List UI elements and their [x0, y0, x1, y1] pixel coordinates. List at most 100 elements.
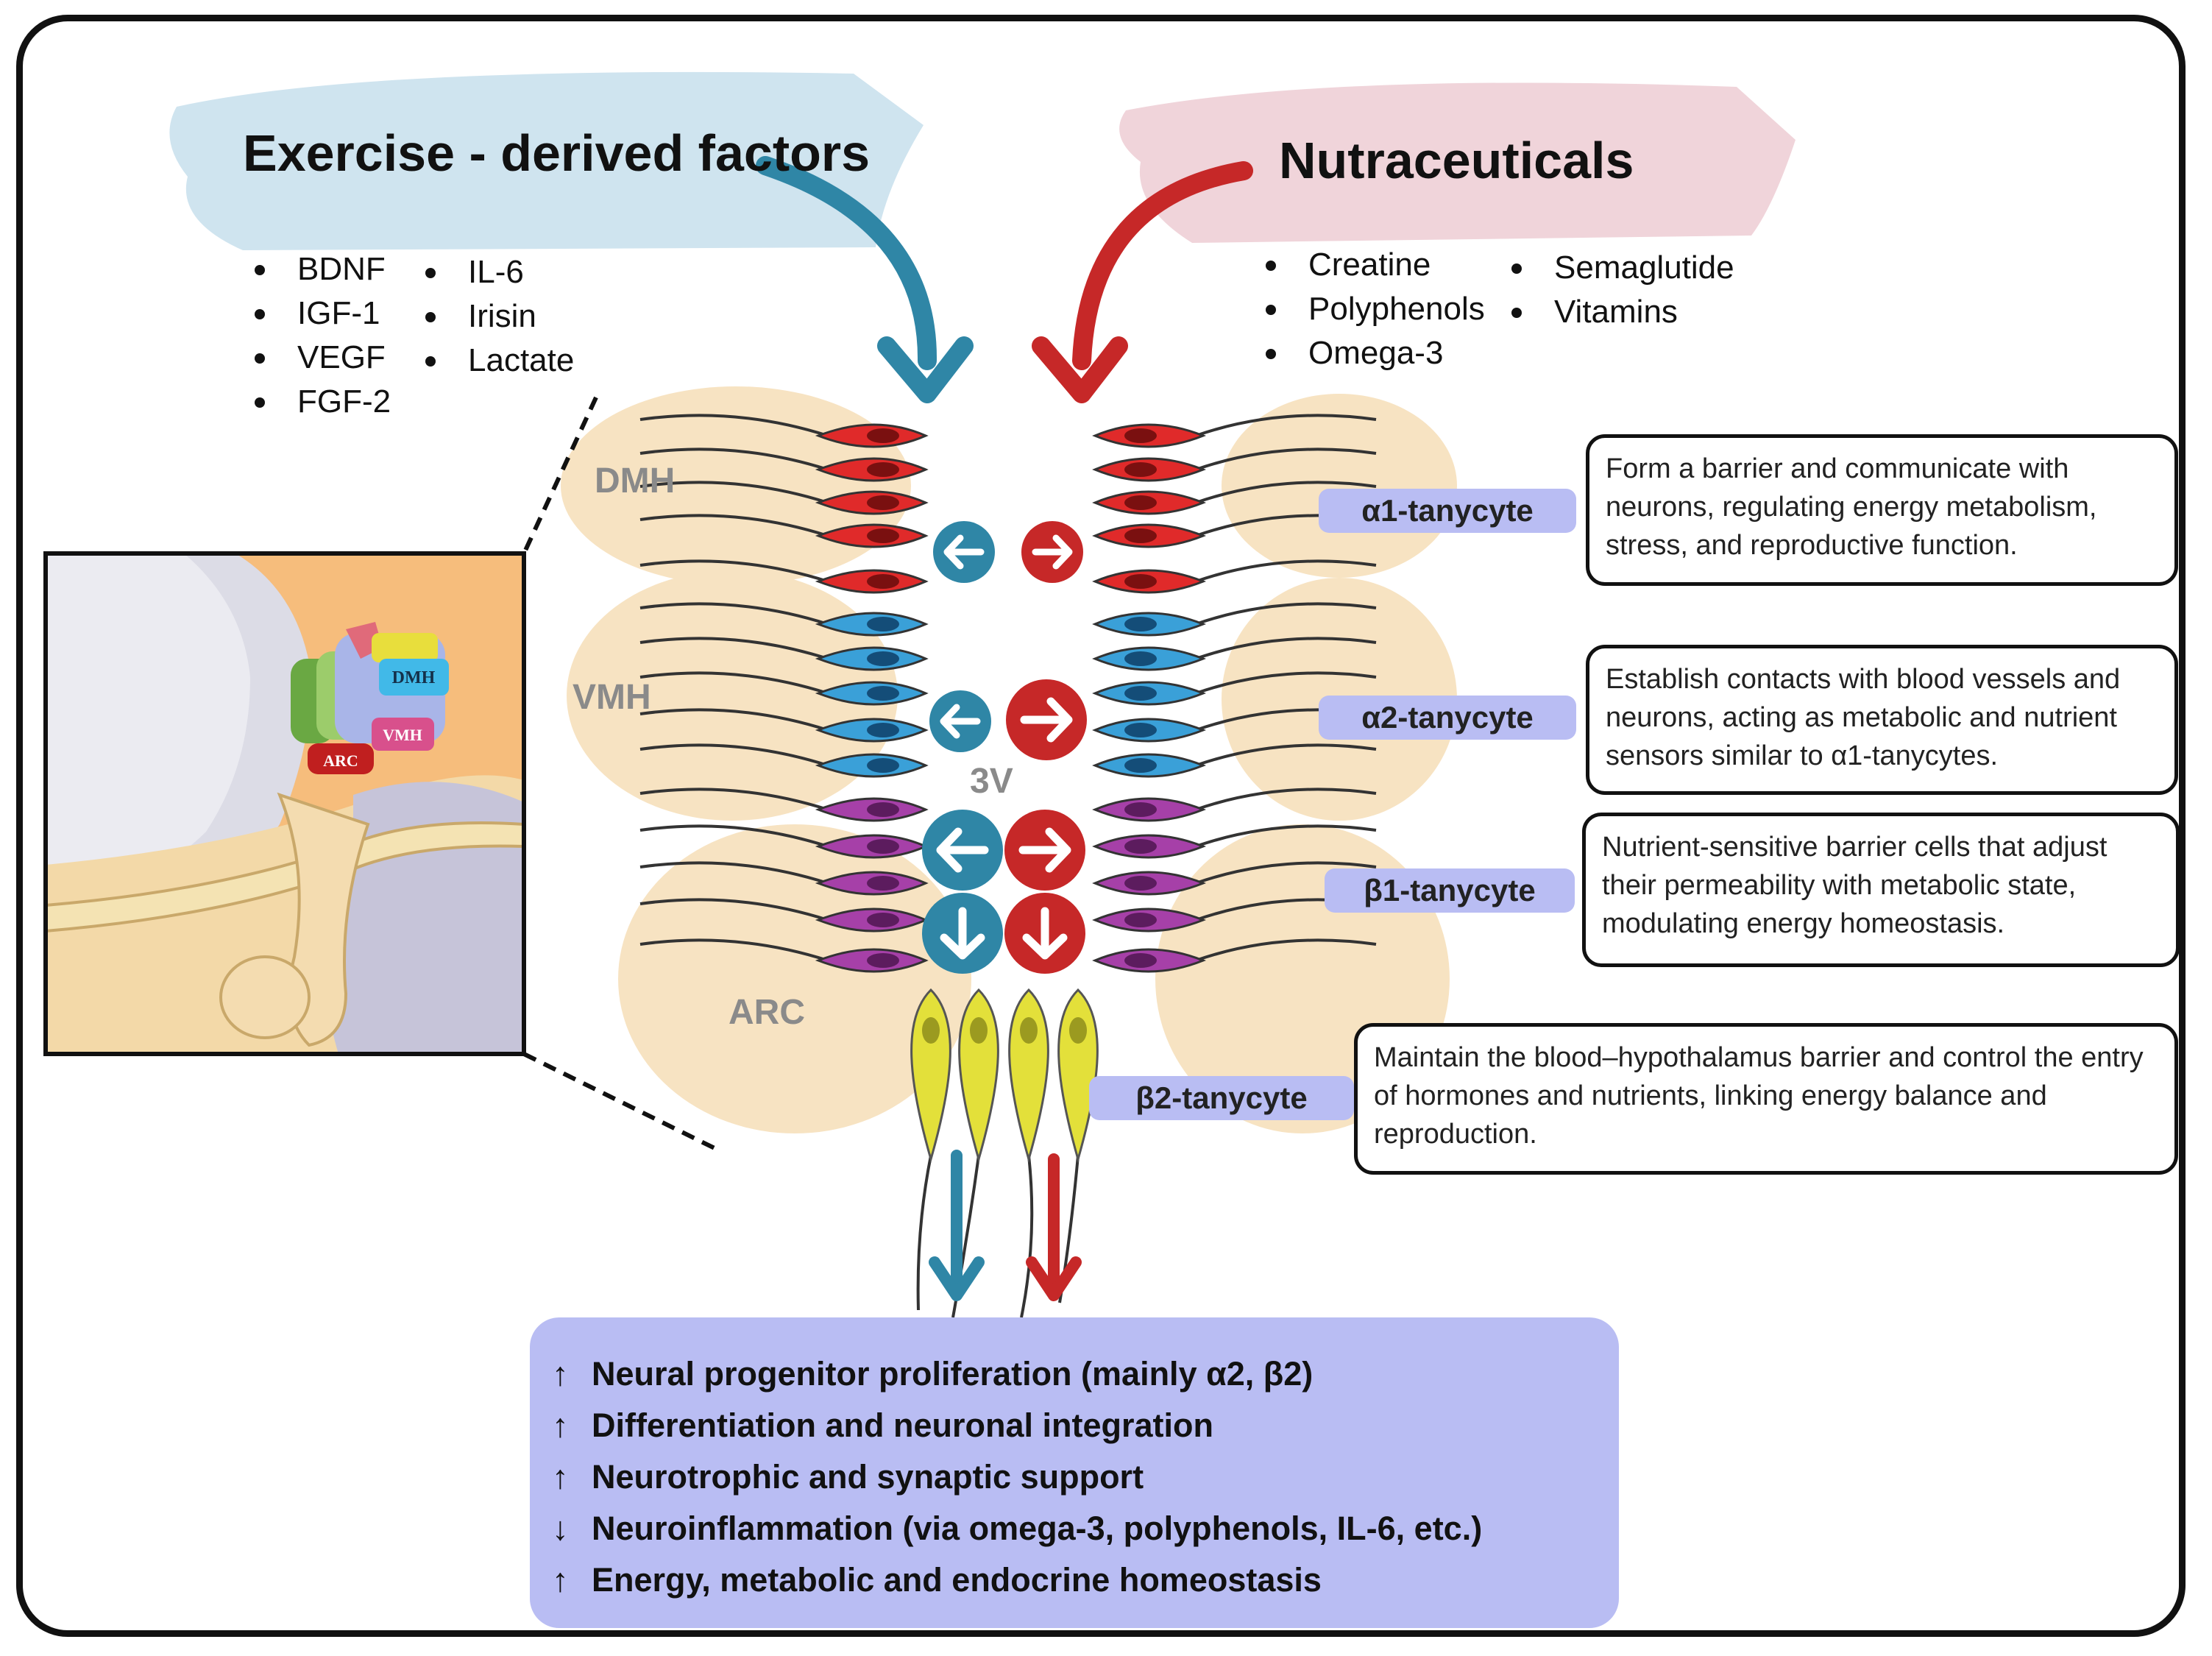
outcome-row: ↑Differentiation and neuronal integratio…: [552, 1400, 1619, 1451]
outcome-text: Neural progenitor proliferation (mainly …: [592, 1355, 1314, 1393]
nutraceutical-brush: [1119, 82, 1796, 243]
beta1-process: [1195, 824, 1377, 848]
exercise-factor: BDNF: [255, 247, 391, 291]
alpha2-left-arrow-icon: [929, 690, 991, 752]
alpha1-description: Form a barrier and communicate with neur…: [1586, 434, 2178, 586]
tanycyte-cells: [639, 414, 1377, 973]
beta1-process: [639, 824, 829, 848]
beta1-nucleus: [1124, 802, 1157, 817]
vmh-label: VMH: [573, 678, 651, 717]
alpha2-nucleus: [867, 723, 899, 737]
outer-frame: [16, 15, 2186, 1637]
beta1-nucleus: [867, 953, 899, 968]
outcome-text: Neuroinflammation (via omega-3, polyphen…: [592, 1510, 1483, 1547]
alpha1-tanycyte-label: α1-tanycyte: [1319, 489, 1576, 533]
alpha2-nucleus: [1124, 723, 1157, 737]
dmh-label: DMH: [595, 461, 676, 500]
alpha1-left-arrow-icon: [933, 521, 995, 583]
nutraceutical-item: Omega-3: [1266, 331, 1485, 375]
alpha1-nucleus: [867, 428, 899, 443]
outcome-row: ↑ Neural progenitor proliferation (mainly…: [552, 1348, 1619, 1400]
beta1-process: [639, 898, 829, 921]
nutraceutical-list-2: Semaglutide Vitamins: [1511, 246, 1734, 334]
exercise-factor-list-2: IL-6 Irisin Lactate: [425, 250, 574, 383]
alpha1-nucleus: [1124, 428, 1157, 443]
beta1-right-arrow-icon: [1004, 810, 1085, 891]
alpha1-nucleus: [1124, 462, 1157, 477]
alpha1-right-arrow-icon: [1021, 521, 1083, 583]
exercise-brush: [169, 71, 924, 250]
arc-label: ARC: [729, 993, 805, 1032]
exercise-output-arrow: [929, 1150, 985, 1301]
beta1-process: [639, 861, 829, 885]
vmh-nucleus-left: [567, 570, 898, 821]
alpha2-process: [639, 708, 829, 732]
outcome-text: Energy, metabolic and endocrine homeosta…: [592, 1561, 1322, 1599]
beta1-tanycyte-label: β1-tanycyte: [1325, 868, 1575, 913]
alpha2-process: [639, 602, 829, 626]
outcome-row: ↓Neuroinflammation (via omega-3, polyphe…: [552, 1503, 1619, 1554]
exercise-factor: IL-6: [425, 250, 574, 294]
beta1-down-arrow-blue-icon: [922, 893, 1003, 974]
beta1-nucleus: [1124, 876, 1157, 891]
exercise-arrow: [756, 156, 937, 370]
exercise-factor-list-1: BDNF IGF-1 VEGF FGF-2: [255, 247, 391, 424]
nutraceutical-output-arrow: [1026, 1153, 1082, 1301]
alpha2-nucleus: [867, 617, 899, 631]
alpha2-process: [639, 637, 829, 660]
outcome-arrow: ↑: [552, 1458, 569, 1496]
exercise-factor: IGF-1: [255, 291, 391, 336]
alpha2-nucleus: [867, 758, 899, 773]
beta2-cells: [910, 988, 1099, 1318]
nutraceutical-item: Polyphenols: [1266, 287, 1485, 331]
alpha2-description: Establish contacts with blood vessels an…: [1586, 645, 2178, 795]
alpha1-process: [639, 481, 829, 504]
alpha2-nucleus: [1124, 758, 1157, 773]
alpha1-nucleus: [1124, 574, 1157, 589]
alpha2-process: [639, 671, 829, 695]
alpha1-process: [1195, 414, 1377, 437]
beta1-left-arrow-icon: [922, 810, 1003, 891]
nutraceutical-item: Creatine: [1266, 243, 1485, 287]
beta1-nucleus: [867, 876, 899, 891]
alpha2-process: [1195, 743, 1377, 767]
beta1-nucleus: [1124, 839, 1157, 854]
alpha1-nucleus: [867, 495, 899, 510]
alpha1-process: [1195, 559, 1377, 583]
beta2-tanycyte-label: β2-tanycyte: [1089, 1076, 1354, 1120]
alpha1-process: [639, 514, 829, 537]
outcome-arrow: ↑: [552, 1561, 569, 1599]
alpha2-right-arrow-icon: [1006, 679, 1087, 760]
beta1-process: [1195, 861, 1377, 885]
outcome-row: ↑ Neurotrophic and synaptic support: [552, 1451, 1619, 1503]
outcome-text: Differentiation and neuronal integration: [592, 1406, 1214, 1444]
alpha2-nucleus: [867, 651, 899, 666]
third-ventricle-label: 3V: [970, 762, 1013, 801]
nutraceutical-list-1: Creatine Polyphenols Omega-3: [1266, 243, 1485, 375]
outcome-text: Neurotrophic and synaptic support: [592, 1458, 1144, 1496]
nutraceutical-item: Vitamins: [1511, 290, 1734, 334]
beta1-process: [639, 938, 829, 962]
alpha1-nucleus: [1124, 528, 1157, 543]
nutraceutical-arrow: [1072, 161, 1253, 370]
inset-label-arc: ARC: [323, 751, 358, 770]
alpha1-nucleus: [1124, 495, 1157, 510]
beta1-nucleus: [867, 839, 899, 854]
alpha1-process: [1195, 481, 1377, 504]
alpha2-nucleus: [1124, 617, 1157, 631]
alpha2-nucleus: [1124, 651, 1157, 666]
inset-label-vmh: VMH: [383, 726, 422, 744]
alpha1-process: [639, 414, 829, 437]
outcome-row: ↑ Energy, metabolic and endocrine homeost…: [552, 1554, 1619, 1606]
outcome-arrow: ↑: [552, 1355, 569, 1393]
exercise-title: Exercise - derived factors: [243, 124, 871, 182]
brain-inset: [43, 551, 526, 1056]
alpha1-nucleus: [867, 574, 899, 589]
zoom-line-top: [522, 396, 598, 555]
alpha2-process: [1195, 637, 1377, 660]
nutraceutical-item: Semaglutide: [1511, 246, 1734, 290]
beta1-process: [1195, 788, 1377, 811]
beta1-process: [1195, 938, 1377, 962]
inset-label-dmh: DMH: [392, 668, 436, 687]
